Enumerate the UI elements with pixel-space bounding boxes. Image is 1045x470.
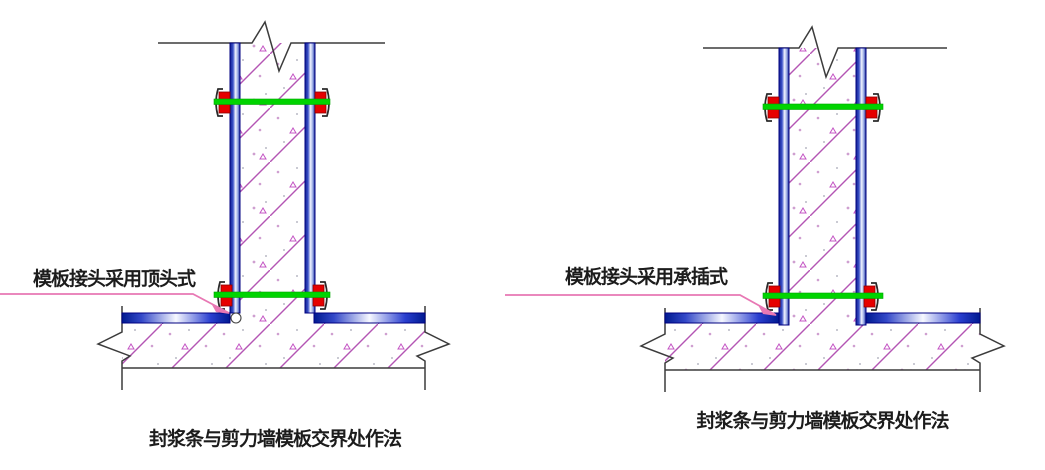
right-wall-form-panel-left xyxy=(778,47,790,326)
left-wall-concrete xyxy=(240,43,305,323)
left-slab-formwork-band-right xyxy=(313,312,426,324)
left-caption-text: 封浆条与剪力墙模板交界处作法 xyxy=(148,428,402,450)
right-wall-concrete xyxy=(789,48,856,323)
left-leader-arrowhead xyxy=(211,303,230,314)
right-lower-tie-clamp xyxy=(762,282,884,311)
right-callout-text: 模板接头采用承插式 xyxy=(565,266,728,288)
right-slab-right-break-edge xyxy=(970,308,1006,392)
left-callout-text: 模板接头采用顶头式 xyxy=(33,268,196,290)
left-leader-line xyxy=(0,293,230,314)
right-leader-line xyxy=(505,294,777,316)
left-wall-form-panel-right xyxy=(304,42,316,314)
right-caption-text: 封浆条与剪力墙模板交界处作法 xyxy=(696,410,949,432)
left-upper-waler-bar xyxy=(213,98,331,105)
right-leader-arrowhead xyxy=(758,305,777,316)
right-upper-tie-clamp xyxy=(762,93,884,122)
left-detail-drawing xyxy=(0,20,451,390)
right-slab-formwork-band-left xyxy=(664,312,780,324)
left-slab-formwork-band-left xyxy=(121,312,231,324)
left-slab-concrete xyxy=(122,323,425,368)
left-upper-tie-clamp xyxy=(213,88,331,117)
left-lower-tie-clamp xyxy=(213,281,331,310)
left-lower-waler-bar xyxy=(213,291,331,298)
left-wall-form-panel-left xyxy=(229,42,241,314)
right-slab-formwork-band-right xyxy=(865,312,981,324)
right-upper-waler-bar xyxy=(762,103,884,110)
right-detail-drawing xyxy=(505,25,1006,392)
right-wall-form-panel-right xyxy=(855,47,867,326)
right-slab-concrete xyxy=(665,323,980,370)
right-slab-left-break-edge xyxy=(639,308,675,392)
left-slab-right-break-edge xyxy=(415,306,451,390)
right-lower-waler-bar xyxy=(762,292,884,299)
left-seal-strip-circle xyxy=(230,312,242,324)
right-callout-leader xyxy=(505,294,777,316)
left-slab-left-break-edge xyxy=(96,306,132,390)
left-callout-leader xyxy=(0,293,230,314)
